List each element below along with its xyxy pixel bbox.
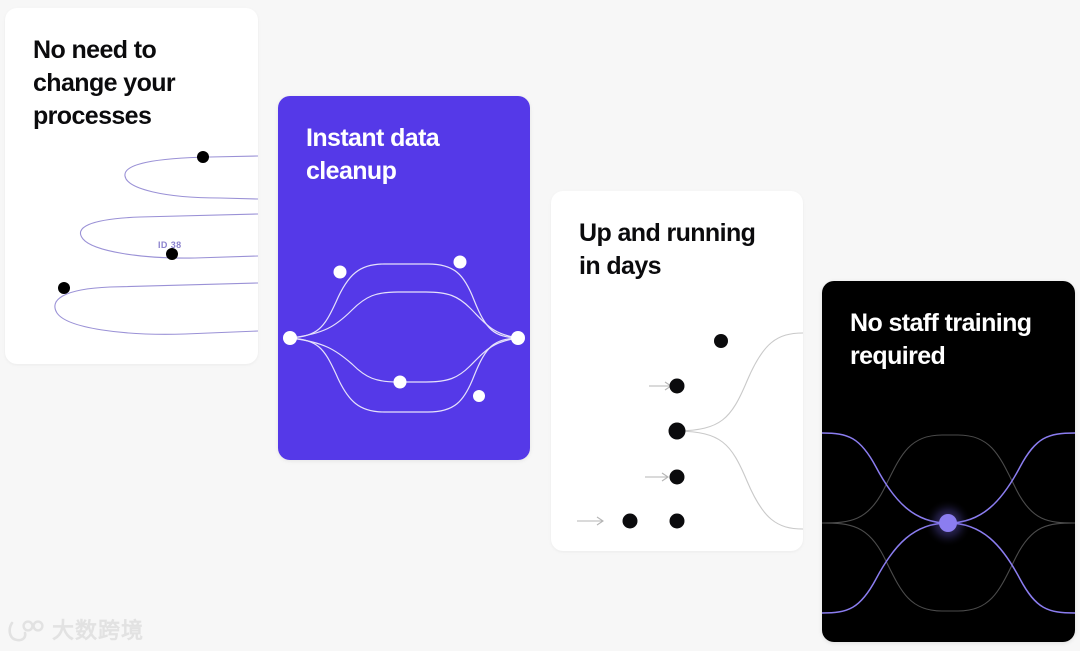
loop-id-label: ID 38	[158, 240, 182, 250]
card-up-and-running-in-days[interactable]: Up and running in days	[551, 191, 803, 551]
card-instant-data-cleanup[interactable]: Instant data cleanup	[278, 96, 530, 460]
watermark-text: 大数跨境	[52, 618, 145, 643]
watermark: 大数跨境	[8, 619, 144, 643]
focus-node-glow	[924, 499, 972, 547]
record-dots	[622, 334, 728, 529]
card-title-running: Up and running in days	[579, 219, 756, 280]
card-no-need-to-change-processes[interactable]: No need to change your processes ID 38	[5, 8, 258, 364]
graph-nodes	[283, 255, 525, 402]
feed-arrows	[577, 381, 672, 526]
card-title-training: No staff training required	[850, 309, 1032, 370]
brand-logo-icon	[8, 620, 44, 642]
card-title-processes: No need to change your processes	[33, 36, 176, 130]
loop-nodes	[58, 151, 209, 294]
card-no-staff-training-required[interactable]: No staff training required	[822, 281, 1075, 642]
card-title-cleanup: Instant data cleanup	[306, 124, 440, 185]
focus-node	[939, 514, 957, 532]
